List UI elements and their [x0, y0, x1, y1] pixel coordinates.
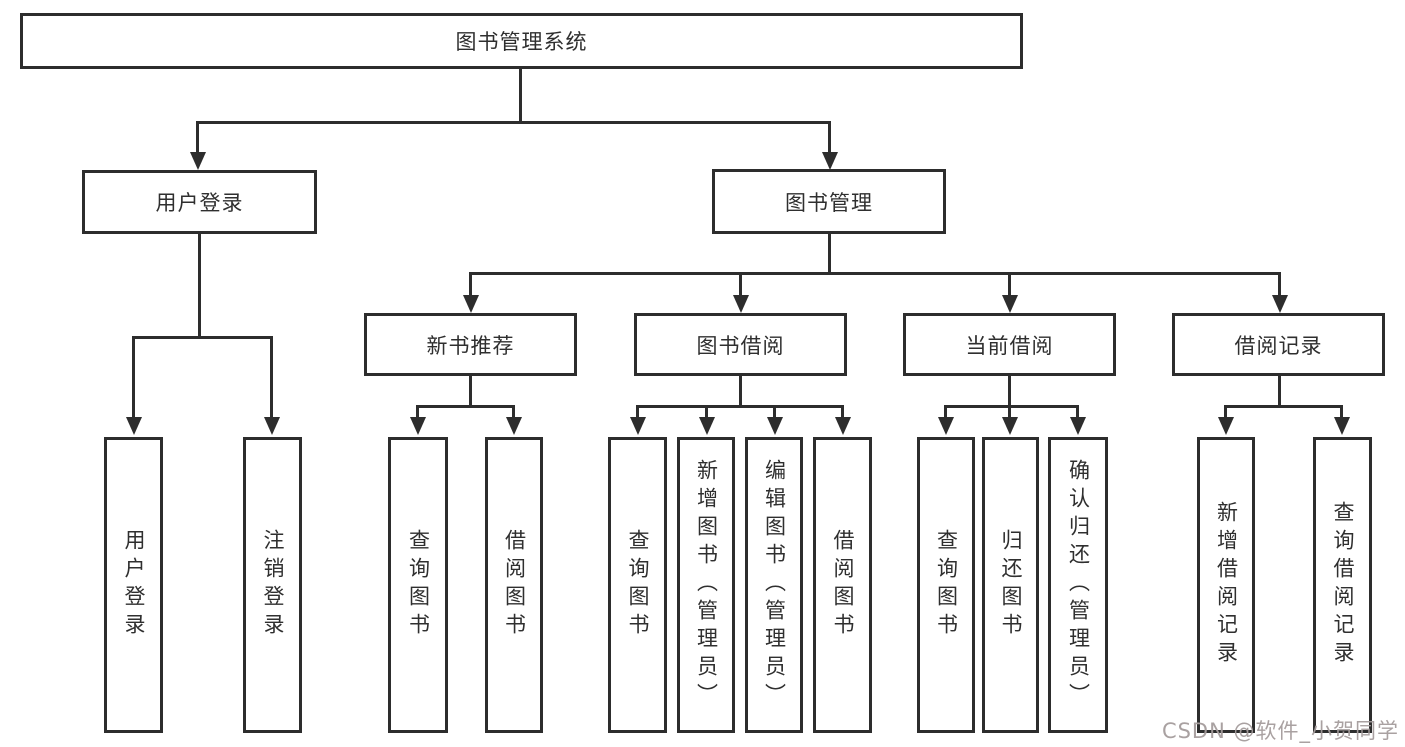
leaf-return-books: 归还图书: [982, 437, 1039, 733]
connector-line: [198, 234, 201, 336]
node-user-login: 用户登录: [82, 170, 317, 234]
node-book-management: 图书管理: [712, 169, 946, 234]
arrow-down: [1218, 417, 1234, 435]
connector-line: [1076, 405, 1079, 419]
node-borrow-records: 借阅记录: [1172, 313, 1385, 376]
arrow-down: [506, 417, 522, 435]
leaf-add-books-admin: 新增图书（管理员）: [677, 437, 735, 733]
csdn-watermark: CSDN @软件_小贺同学: [1161, 719, 1399, 743]
arrow-down: [410, 417, 426, 435]
connector-line: [416, 405, 515, 408]
connector-line: [773, 405, 776, 419]
connector-line: [1278, 376, 1281, 405]
arrow-down: [264, 417, 280, 435]
connector-line: [705, 405, 708, 419]
connector-line: [636, 405, 843, 408]
arrow-down: [463, 295, 479, 313]
connector-line: [1008, 405, 1011, 419]
connector-line: [196, 121, 831, 124]
arrow-down: [938, 417, 954, 435]
connector-line: [1008, 376, 1011, 405]
arrow-down: [1002, 417, 1018, 435]
connector-line: [512, 405, 515, 419]
leaf-add-borrow-record: 新增借阅记录: [1197, 437, 1255, 733]
connector-line: [1340, 405, 1343, 419]
leaf-query-books-current: 查询图书: [917, 437, 975, 733]
arrow-down: [699, 417, 715, 435]
leaf-edit-books-admin: 编辑图书（管理员）: [745, 437, 803, 733]
connector-line: [519, 69, 522, 121]
connector-line: [828, 121, 831, 154]
leaf-confirm-return-admin: 确认归还（管理员）: [1048, 437, 1108, 733]
connector-line: [196, 121, 199, 154]
arrow-down: [1002, 295, 1018, 313]
arrow-down: [126, 417, 142, 435]
arrow-down: [733, 295, 749, 313]
connector-line: [739, 272, 742, 296]
node-new-book-recommend: 新书推荐: [364, 313, 577, 376]
connector-line: [636, 405, 639, 419]
connector-line: [739, 376, 742, 405]
connector-line: [1224, 405, 1342, 408]
leaf-query-books-borrow: 查询图书: [608, 437, 667, 733]
arrow-down: [1334, 417, 1350, 435]
leaf-user-login: 用户登录: [104, 437, 163, 733]
connector-line: [1008, 272, 1011, 296]
connector-line: [944, 405, 947, 419]
leaf-query-books-recommend: 查询图书: [388, 437, 448, 733]
arrow-down: [1070, 417, 1086, 435]
node-book-borrow: 图书借阅: [634, 313, 847, 376]
leaf-logout: 注销登录: [243, 437, 302, 733]
connector-line: [469, 376, 472, 405]
connector-line: [270, 336, 273, 418]
connector-line: [944, 405, 1079, 408]
connector-line: [1224, 405, 1227, 419]
arrow-down: [835, 417, 851, 435]
arrow-down: [190, 152, 206, 170]
connector-line: [132, 336, 135, 418]
connector-line: [469, 272, 1281, 275]
connector-line: [841, 405, 844, 419]
leaf-query-borrow-record: 查询借阅记录: [1313, 437, 1372, 733]
leaf-borrow-books: 借阅图书: [813, 437, 872, 733]
node-root-library-system: 图书管理系统: [20, 13, 1023, 69]
arrow-down: [767, 417, 783, 435]
connector-line: [1278, 272, 1281, 296]
node-current-borrow: 当前借阅: [903, 313, 1116, 376]
connector-line: [132, 336, 272, 339]
arrow-down: [1272, 295, 1288, 313]
arrow-down: [822, 152, 838, 170]
leaf-borrow-books-recommend: 借阅图书: [485, 437, 543, 733]
arrow-down: [630, 417, 646, 435]
connector-line: [469, 272, 472, 296]
connector-line: [828, 234, 831, 272]
connector-line: [416, 405, 419, 419]
